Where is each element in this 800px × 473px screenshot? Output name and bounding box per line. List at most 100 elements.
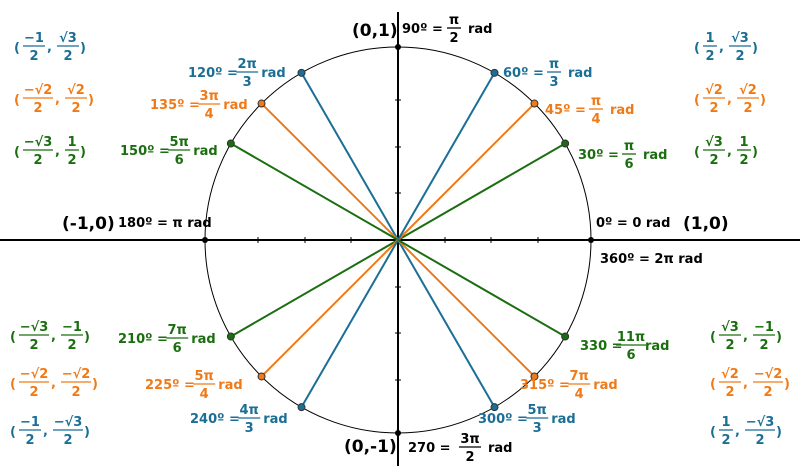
- point-330: [561, 332, 570, 341]
- fraction-denominator: 2: [449, 31, 458, 46]
- paren-close: ): [752, 145, 758, 160]
- coord-comma: ,: [51, 329, 56, 344]
- angle-rad-unit: rad: [645, 339, 670, 354]
- fraction-numerator: −1: [62, 320, 82, 335]
- angle-degrees: 210º =: [118, 332, 168, 347]
- fraction-numerator: 5π: [195, 369, 214, 384]
- paren-open: (: [694, 41, 700, 56]
- paren-close: ): [776, 425, 782, 440]
- paren-open: (: [14, 93, 20, 108]
- angle-radians-fraction: 7π6: [166, 323, 189, 356]
- axis-point: [395, 430, 401, 436]
- angle-degrees: 315º =: [520, 378, 570, 393]
- paren-open: (: [710, 377, 716, 392]
- angle-radians-fraction: π3: [547, 57, 561, 90]
- angle-rad-unit: rad: [223, 98, 248, 113]
- coord-x: √22: [719, 367, 741, 400]
- fraction-numerator: 7π: [168, 323, 187, 338]
- fraction-denominator: 2: [63, 433, 72, 448]
- angle-radians-fraction: 5π6: [168, 135, 191, 168]
- coordinate-pair-bottom-right: (√22,−√22): [710, 367, 790, 400]
- paren-close: ): [752, 41, 758, 56]
- coord-x: −√22: [23, 83, 53, 116]
- angle-degrees: 90º =: [402, 22, 443, 37]
- coordinate-pair-bottom-right: (12,−√32): [710, 415, 782, 448]
- coord-comma: ,: [743, 329, 748, 344]
- coord-comma: ,: [719, 40, 724, 55]
- point-label-right: (1,0): [683, 214, 729, 234]
- angle-degrees: 60º =: [503, 66, 544, 81]
- fraction-numerator: −√3: [746, 415, 775, 430]
- angle-label-0: 0º = 0 rad: [596, 216, 670, 231]
- coord-y: 12: [737, 135, 751, 168]
- fraction-numerator: −√3: [24, 135, 53, 150]
- ray-315: [397, 239, 536, 378]
- angle-degrees: 300º =: [478, 412, 528, 427]
- paren-close: ): [760, 93, 766, 108]
- coord-y: −√22: [753, 367, 783, 400]
- ray-210: [230, 239, 399, 338]
- fraction-numerator: √3: [731, 31, 749, 46]
- fraction-numerator: π: [624, 139, 634, 154]
- fraction-denominator: 2: [725, 385, 734, 400]
- point-135: [257, 99, 266, 108]
- ray-150: [230, 142, 399, 241]
- angle-radians-fraction: 5π3: [526, 403, 549, 436]
- paren-close: ): [84, 425, 90, 440]
- paren-open: (: [10, 425, 16, 440]
- angle-rad-unit: rad: [610, 103, 635, 118]
- fraction-denominator: 4: [591, 112, 600, 127]
- ray-240: [300, 239, 399, 408]
- angle-degrees: 270 =: [408, 441, 451, 456]
- angle-rad-unit: rad: [191, 332, 216, 347]
- angle-degrees: 240º =: [190, 412, 240, 427]
- coord-x: 12: [719, 415, 733, 448]
- point-label-bottom: (0,-1): [344, 437, 397, 457]
- fraction-numerator: 2π: [238, 57, 257, 72]
- fraction-numerator: −√2: [24, 83, 53, 98]
- ray-45: [397, 102, 536, 241]
- coordinate-pair-top-right: (√22,√22): [694, 83, 766, 116]
- paren-open: (: [694, 145, 700, 160]
- fraction-denominator: 2: [709, 101, 718, 116]
- coord-comma: ,: [43, 424, 48, 439]
- coord-y: √32: [729, 31, 751, 64]
- fraction-denominator: 2: [29, 385, 38, 400]
- fraction-numerator: −√2: [20, 367, 49, 382]
- coordinate-pair-top-right: (12,√32): [694, 31, 758, 64]
- angle-rad-unit: rad: [263, 412, 288, 427]
- fraction-denominator: 2: [71, 101, 80, 116]
- paren-close: ): [784, 377, 790, 392]
- coord-y: −√22: [61, 367, 91, 400]
- coord-x: −√32: [23, 135, 53, 168]
- angle-radians-fraction: 5π4: [193, 369, 216, 402]
- fraction-numerator: 7π: [570, 369, 589, 384]
- angle-radians-fraction: π6: [622, 139, 636, 172]
- fraction-numerator: √3: [705, 135, 723, 150]
- fraction-numerator: √3: [59, 31, 77, 46]
- fraction-denominator: 2: [465, 450, 474, 465]
- coord-y: 12: [65, 135, 79, 168]
- fraction-denominator: 2: [743, 101, 752, 116]
- paren-open: (: [710, 330, 716, 345]
- angle-rad-unit: rad: [261, 66, 286, 81]
- angle-rad-unit: rad: [488, 441, 513, 456]
- fraction-denominator: 2: [67, 338, 76, 353]
- point-45: [530, 99, 539, 108]
- fraction-numerator: √2: [705, 83, 723, 98]
- angle-radians-fraction: π2: [447, 13, 461, 46]
- coordinate-pair-top-right: (√32,12): [694, 135, 758, 168]
- fraction-denominator: 4: [575, 387, 584, 402]
- angle-rad-unit: rad: [468, 22, 493, 37]
- angle-radians-fraction: 3π2: [459, 432, 481, 465]
- angle-degrees: 30º =: [578, 148, 619, 163]
- angle-rad-unit: rad: [218, 378, 243, 393]
- paren-close: ): [80, 41, 86, 56]
- fraction-numerator: 11π: [617, 330, 645, 345]
- fraction-numerator: 3π: [460, 432, 479, 447]
- fraction-numerator: 1: [739, 135, 748, 150]
- point-225: [257, 372, 266, 381]
- coord-x: √22: [703, 83, 725, 116]
- coord-y: −12: [753, 320, 775, 353]
